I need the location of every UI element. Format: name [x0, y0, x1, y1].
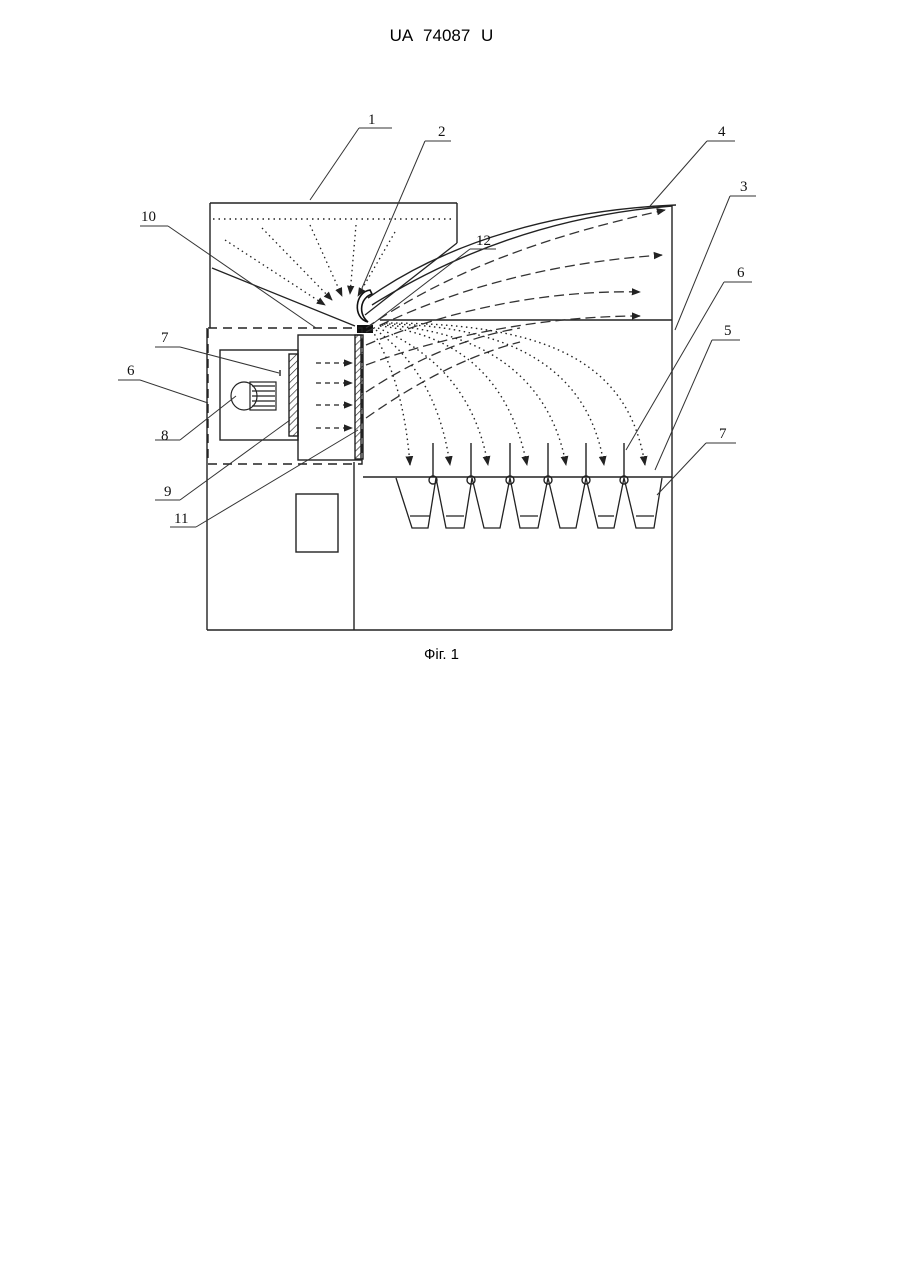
hopper: [212, 219, 457, 326]
label-3: 3: [740, 179, 748, 195]
label-1: 1: [368, 112, 376, 128]
patent-drawing: 1 2 4 3 6 5 7 10 12 7 6 8 9 11: [0, 0, 901, 700]
air-nozzle: [357, 325, 373, 333]
label-6-left: 6: [127, 363, 135, 379]
hopper-flow-arrows: [225, 225, 395, 305]
label-4: 4: [718, 124, 726, 140]
feed-roller: [357, 290, 372, 322]
air-duct: [298, 335, 363, 460]
bin-dividers: [429, 443, 628, 484]
figure-caption: Фіг. 1: [0, 646, 883, 663]
electric-motor: [231, 382, 276, 410]
separation-chamber: [368, 205, 676, 320]
machine-housing: [207, 203, 672, 630]
label-12: 12: [476, 233, 491, 249]
label-5: 5: [724, 323, 732, 339]
duct-airflow-arrows: [316, 363, 352, 428]
label-8: 8: [161, 428, 169, 444]
label-7-right: 7: [719, 426, 727, 442]
fan-box: [220, 350, 298, 440]
collection-bins: [396, 478, 662, 528]
label-9: 9: [164, 484, 172, 500]
airflow-trajectories: [366, 210, 665, 418]
label-6-right: 6: [737, 265, 745, 281]
label-10: 10: [141, 209, 156, 225]
label-7-left: 7: [161, 330, 169, 346]
label-2: 2: [438, 124, 446, 140]
label-11: 11: [174, 511, 188, 527]
grain-trajectories: [372, 323, 645, 465]
